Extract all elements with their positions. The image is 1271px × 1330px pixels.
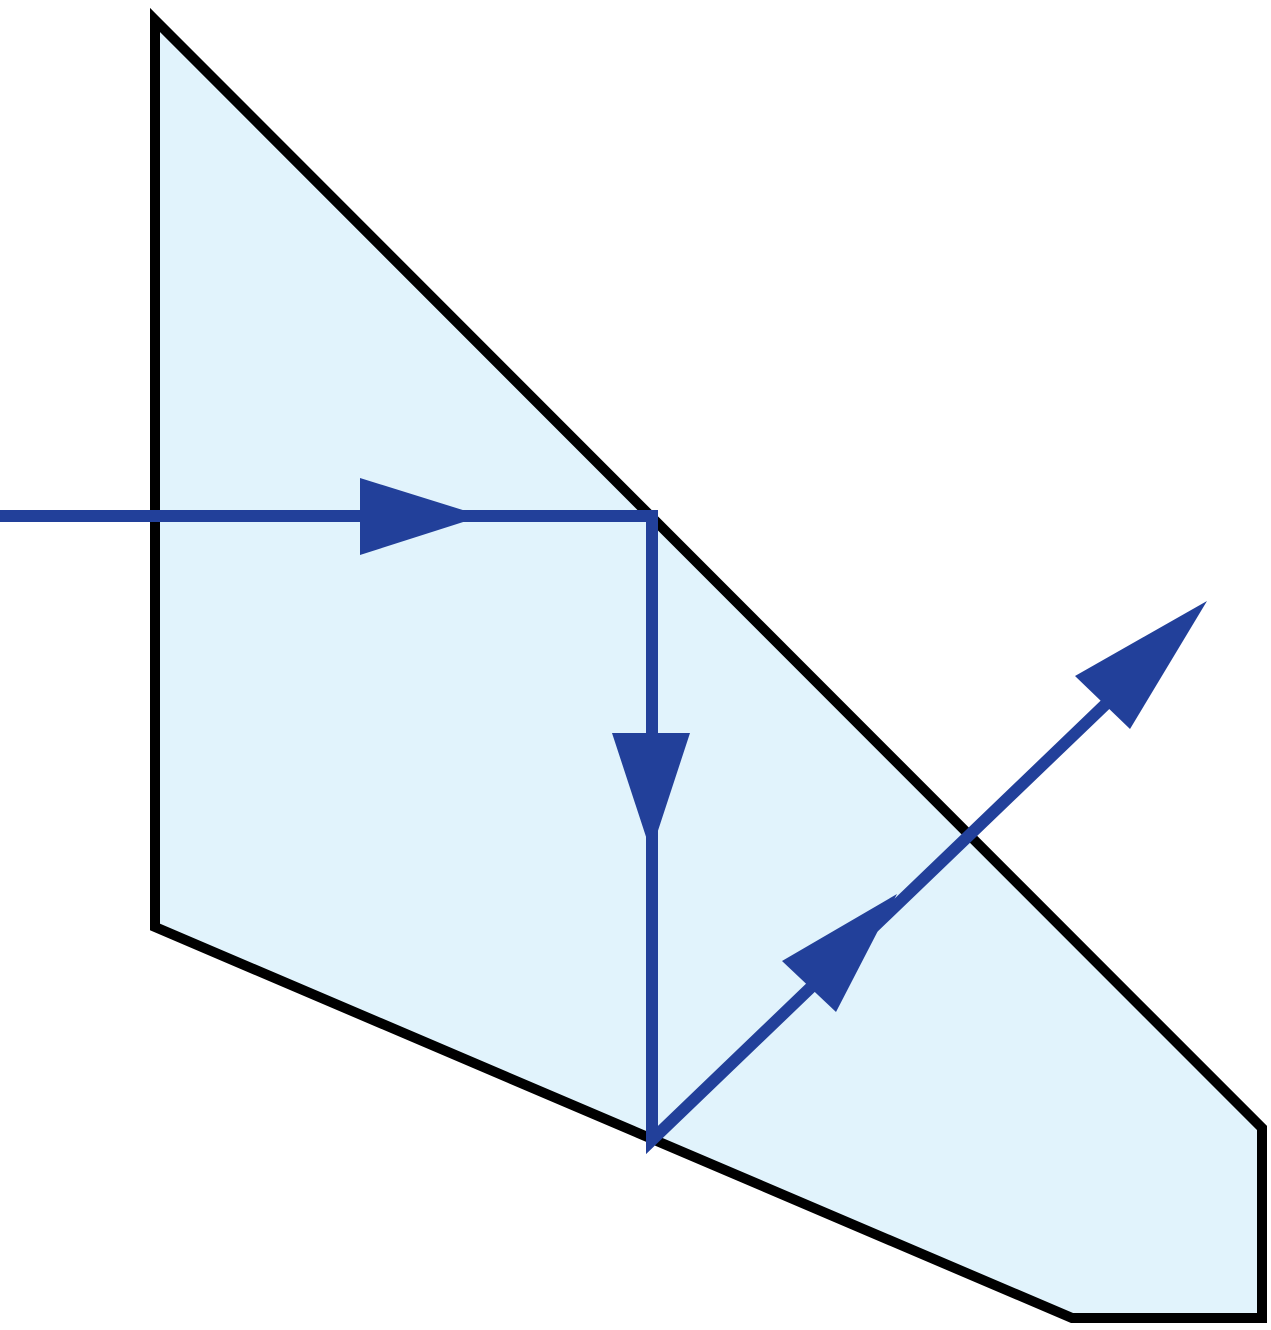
arrow-down-icon [612,733,690,852]
arrow-right-icon [360,478,482,555]
arrow-up-right-icon [782,894,897,1012]
prism-body [150,7,1267,1323]
arrow-up-right-exit-icon [1075,601,1207,729]
